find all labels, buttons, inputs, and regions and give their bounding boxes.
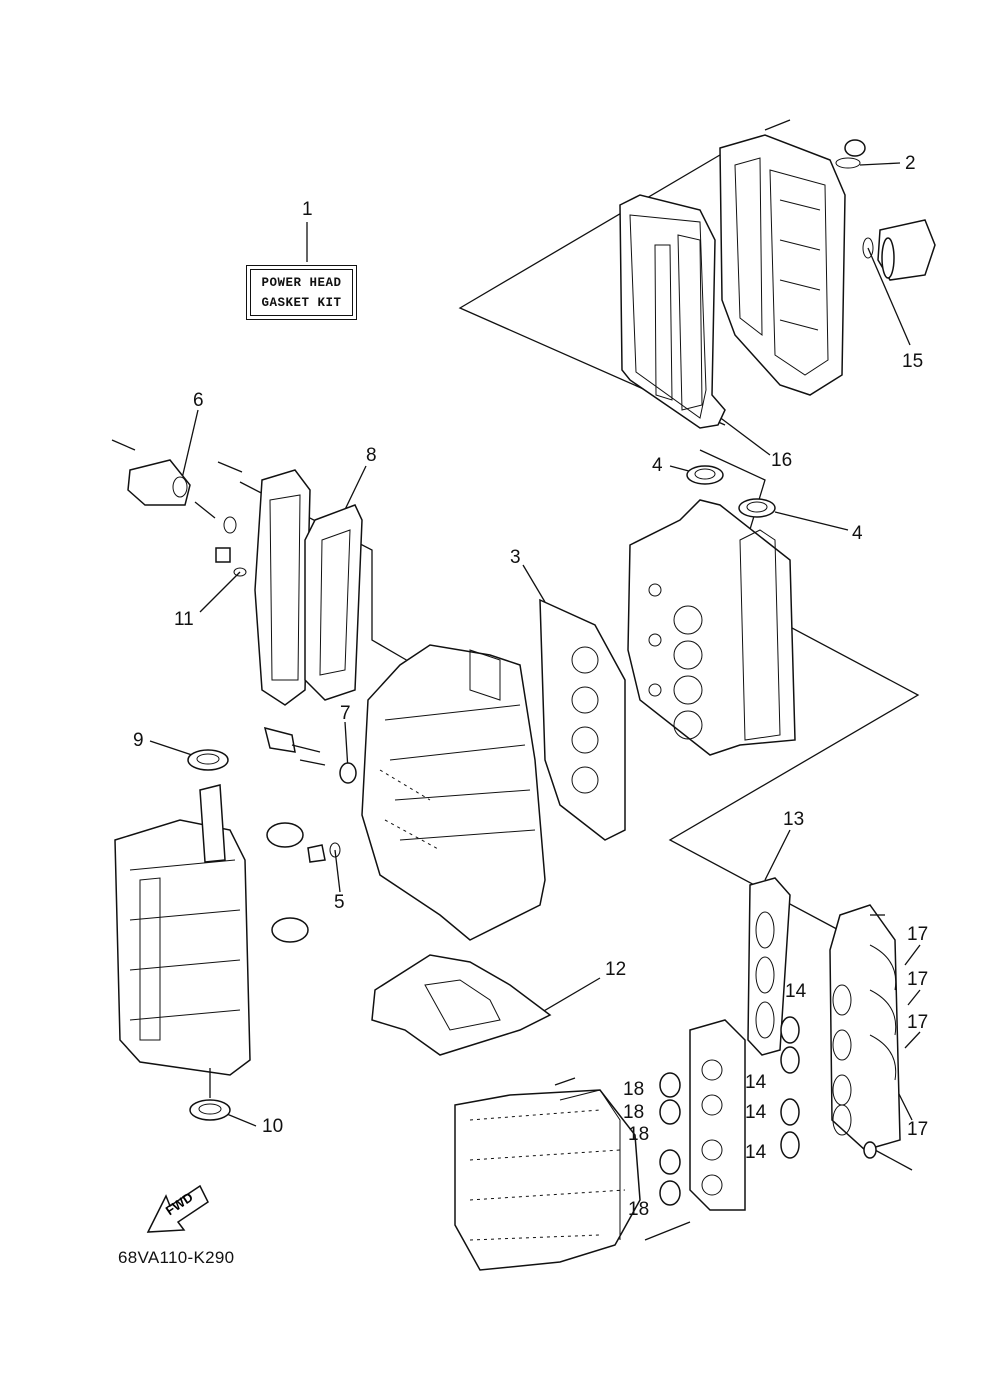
callout-18d: 18 [628,1199,650,1220]
callout-17d: 17 [907,1119,929,1140]
callout-14d: 14 [745,1142,767,1163]
screws [863,914,913,1171]
callout-14c: 14 [745,1102,767,1123]
callout-5: 5 [334,892,345,913]
crankcase-assembly [114,784,309,1076]
kit-label-line-2: GASKET KIT [261,295,342,310]
callout-12: 12 [605,959,627,980]
part-14-orings [780,1016,800,1159]
callout-15: 15 [902,351,924,372]
callout-9: 9 [133,730,144,751]
callout-17b: 17 [907,969,929,990]
part-10-seal [189,1068,231,1121]
part-9-seal [187,749,229,771]
part-12-gasket [371,954,552,1056]
throttle-bodies [659,1019,746,1211]
part-3-head-gasket [539,598,626,841]
callout-18a: 18 [623,1079,645,1100]
callout-7: 7 [340,703,351,724]
part-15-pump [862,219,936,281]
kit-label-line-1: POWER HEAD [261,275,342,290]
callout-14b: 14 [745,1072,767,1093]
sensor-and-part-7 [263,726,357,863]
cylinder-block [361,644,546,941]
cylinder-head-cover [719,119,866,396]
callout-16: 16 [771,450,793,471]
callout-4a: 4 [652,455,663,476]
callout-4b: 4 [852,523,863,544]
drawing-code: 68VA110-K290 [118,1248,235,1267]
callout-8: 8 [366,445,377,466]
callout-11: 11 [174,609,194,630]
callout-6: 6 [193,390,204,411]
fwd-arrow-icon: FWD [146,1184,209,1233]
callout-3: 3 [510,547,521,568]
cylinder-head [627,499,796,756]
part-13-intake-gasket [747,877,791,1056]
part-4-seals [686,465,776,518]
gasket-kit-label-box: POWER HEAD GASKET KIT [246,265,357,320]
exhaust-cover-assembly [111,439,363,706]
callout-18c: 18 [628,1124,650,1145]
intake-silencer [454,1077,691,1271]
callout-1: 1 [302,199,313,220]
callout-10: 10 [262,1116,284,1137]
callout-17c: 17 [907,1012,929,1033]
part-16-cover-gasket [619,194,726,429]
intake-runners [829,904,901,1151]
callout-14a: 14 [785,981,807,1002]
callout-2: 2 [905,153,916,174]
callout-13: 13 [783,809,805,830]
callout-17a: 17 [907,924,929,945]
callout-18b: 18 [623,1102,645,1123]
